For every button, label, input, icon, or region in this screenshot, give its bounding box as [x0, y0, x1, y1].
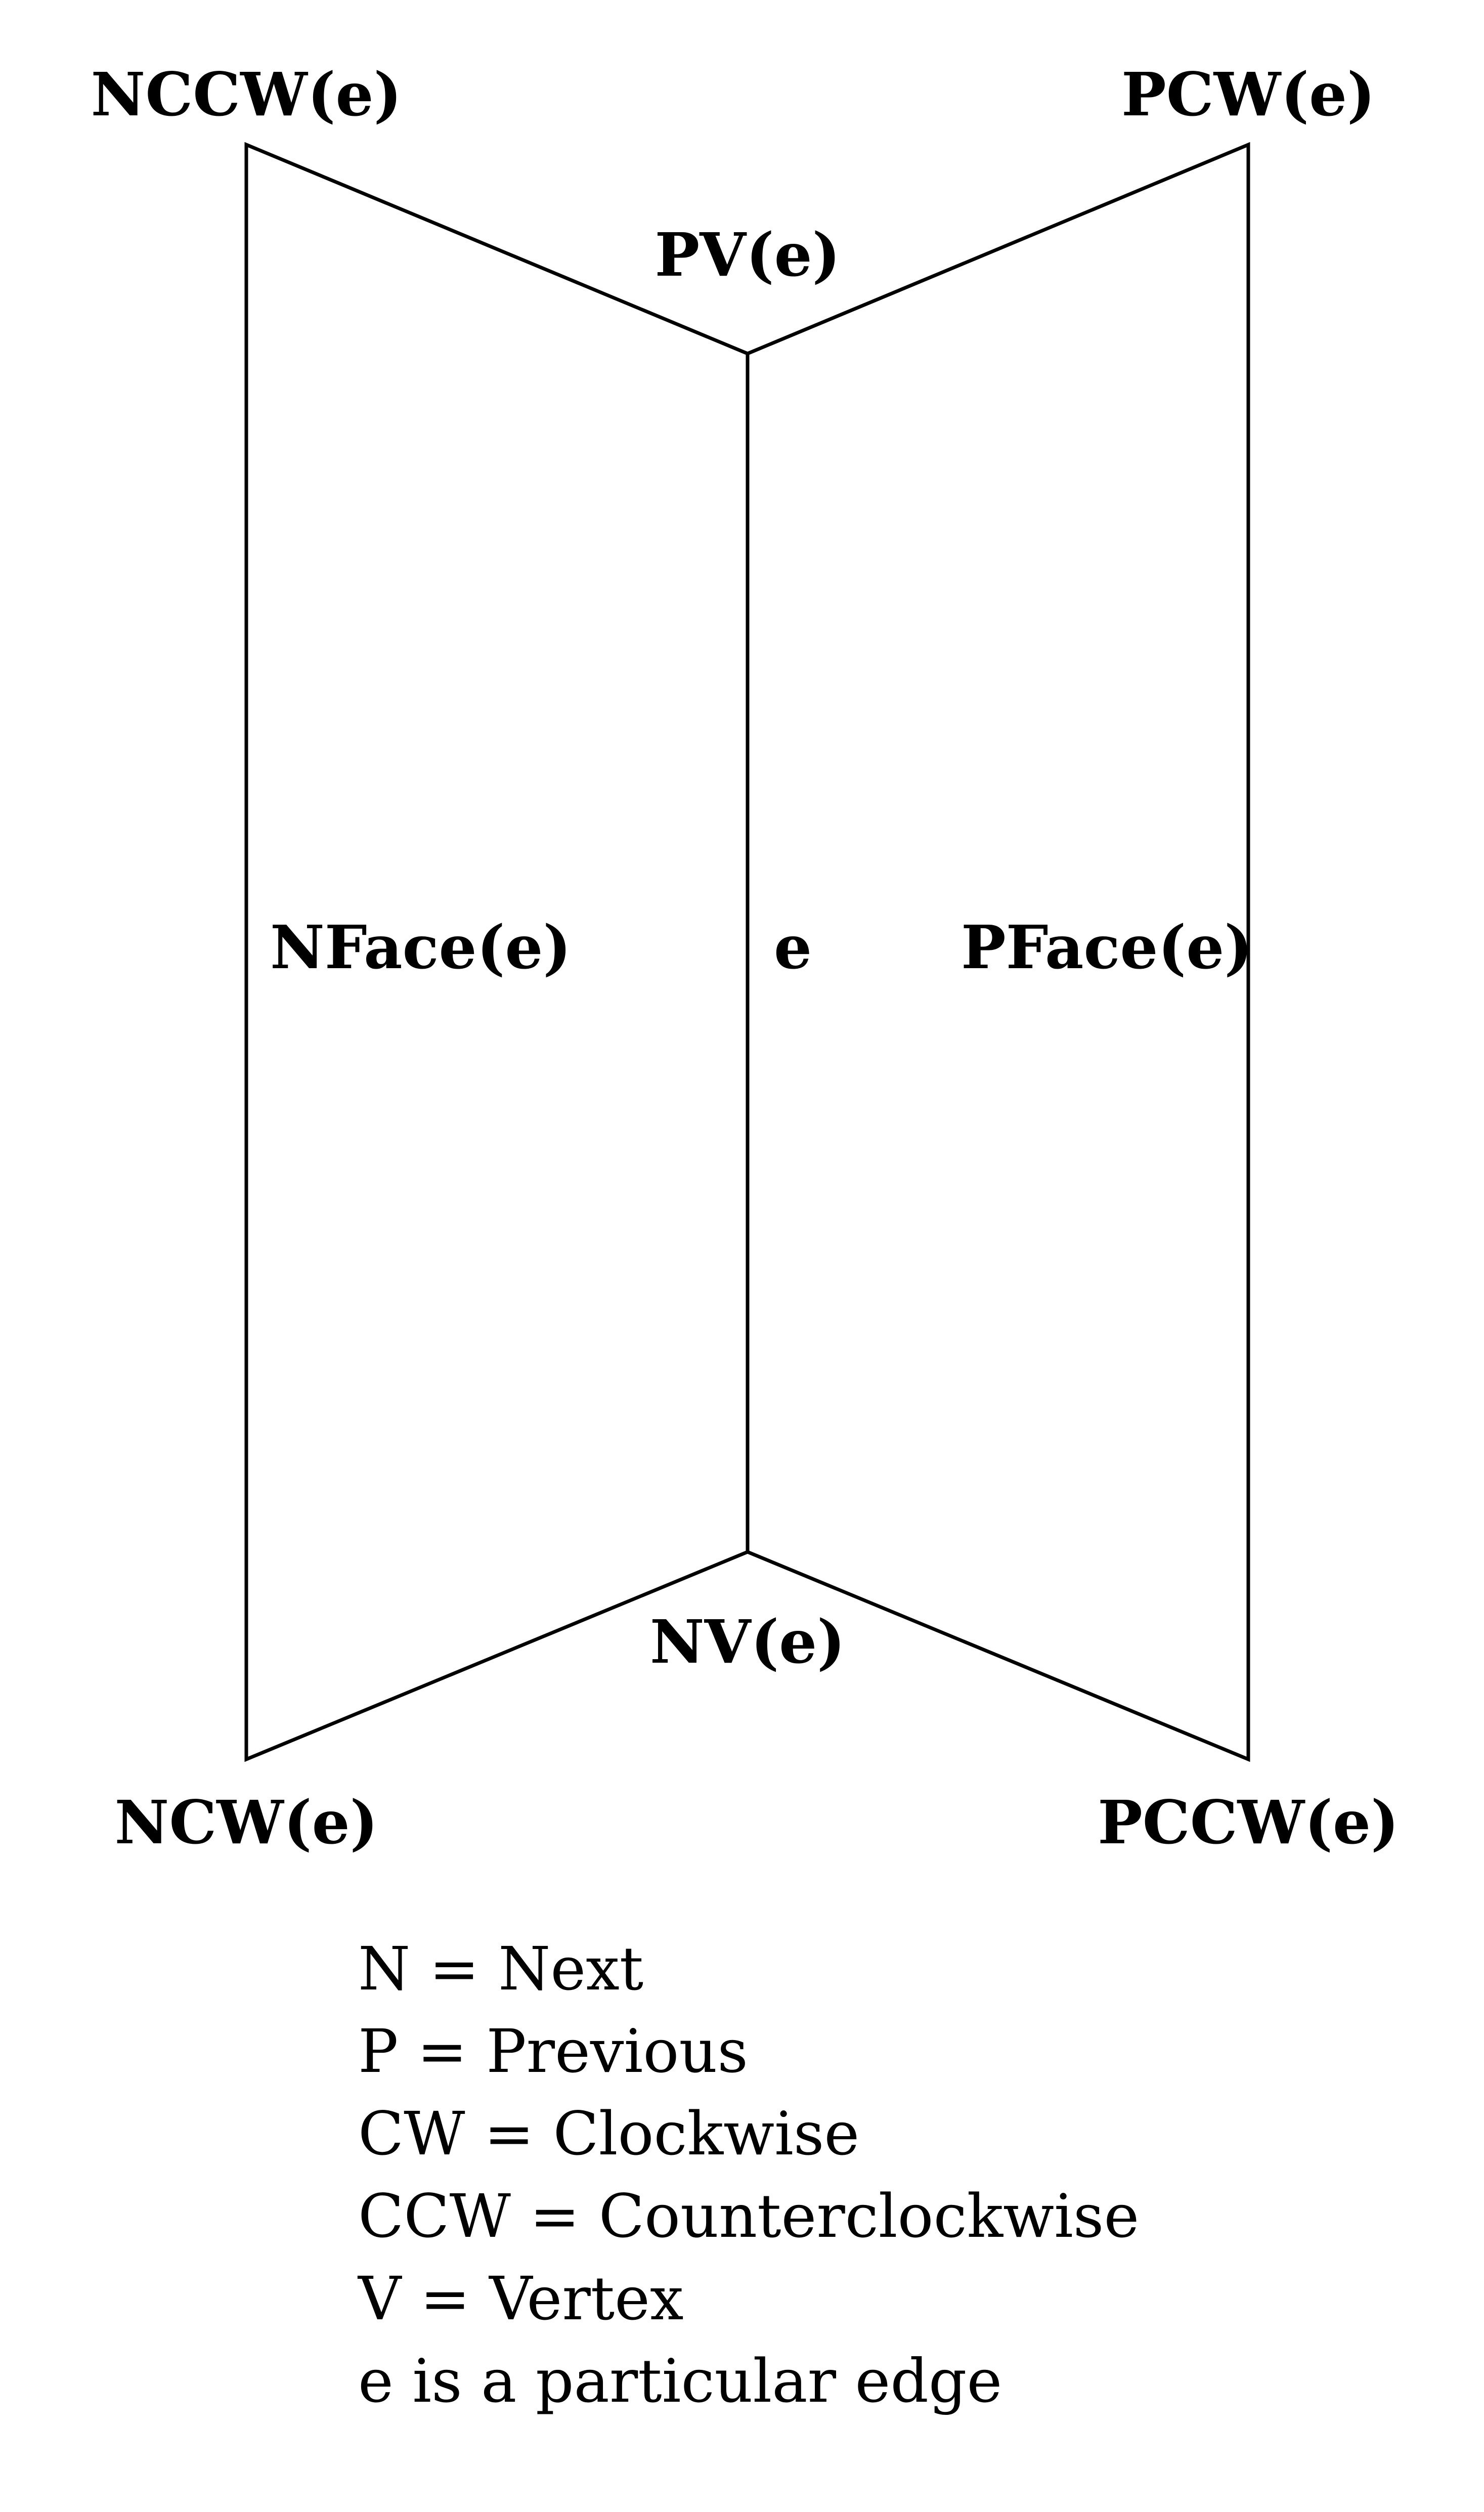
- label-pface: PFace(e): [961, 912, 1252, 982]
- legend: N = Next P = Previous CW = Clockwise CCW…: [357, 1934, 1139, 2416]
- label-nface: NFace(e): [270, 912, 571, 982]
- right-face-boundary: [747, 142, 1250, 1762]
- legend-item: CW = Clockwise: [358, 2099, 859, 2169]
- label-pv: PV(e): [654, 220, 840, 290]
- label-pccw: PCCW(e): [1098, 1787, 1399, 1857]
- left-face-boundary: [244, 142, 749, 1762]
- label-nccw: NCCW(e): [91, 59, 402, 129]
- label-nv: NV(e): [650, 1607, 845, 1677]
- legend-item: P = Previous: [358, 2016, 748, 2086]
- legend-item: CCW = Counterclockwise: [358, 2181, 1139, 2251]
- label-pcw: PCW(e): [1121, 59, 1375, 129]
- legend-item: V = Vertex: [357, 2264, 684, 2333]
- legend-item: e is a particular edge: [358, 2346, 1002, 2416]
- label-edge: e: [774, 912, 812, 982]
- legend-item: N = Next: [358, 1934, 643, 2004]
- label-ncw: NCW(e): [114, 1787, 378, 1857]
